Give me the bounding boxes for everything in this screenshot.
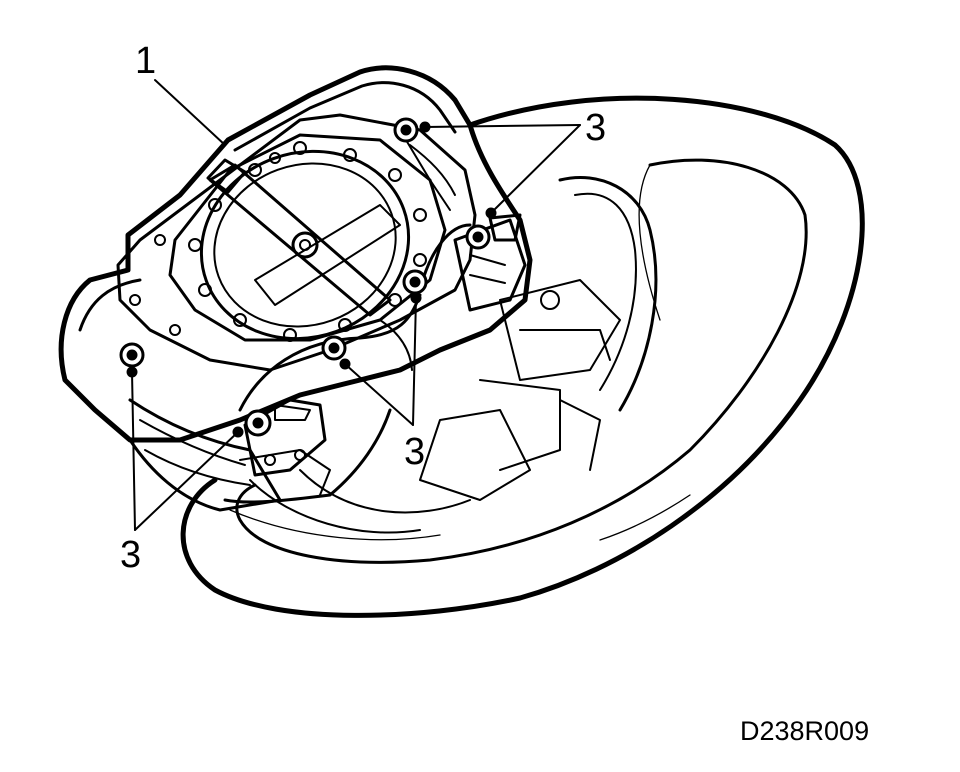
leader-line-1 — [154, 79, 226, 146]
steering-wheel-rim — [180, 95, 865, 618]
callout-label-1: 1 — [135, 40, 156, 82]
leader-line-3-left-a — [131, 371, 136, 531]
bolt-center-lower — [321, 335, 347, 361]
rivets — [129, 141, 427, 342]
leader-line-3-center-a — [344, 363, 414, 426]
leader-line-3-left-b — [134, 431, 239, 531]
callout-label-3-left: 3 — [120, 534, 141, 576]
bolt-right — [465, 224, 491, 250]
leader-line-3-top-b — [490, 124, 581, 214]
bolt-left — [119, 342, 145, 368]
callout-label-3-center: 3 — [404, 431, 425, 473]
bolt-lower-left — [244, 409, 272, 437]
figure-code: D238R009 — [740, 716, 869, 746]
mounting-bolts — [119, 117, 491, 437]
steering-hub — [128, 175, 658, 534]
bolt-center — [402, 269, 428, 295]
leader-dots — [126, 121, 497, 438]
callout-label-3-top-right: 3 — [585, 107, 606, 149]
leader-line-3-center-b — [412, 297, 417, 426]
leader-lines — [131, 79, 581, 531]
leader-line-3-top-a — [424, 124, 581, 128]
airbag-module — [58, 65, 533, 477]
bolt-top-right — [393, 117, 419, 143]
